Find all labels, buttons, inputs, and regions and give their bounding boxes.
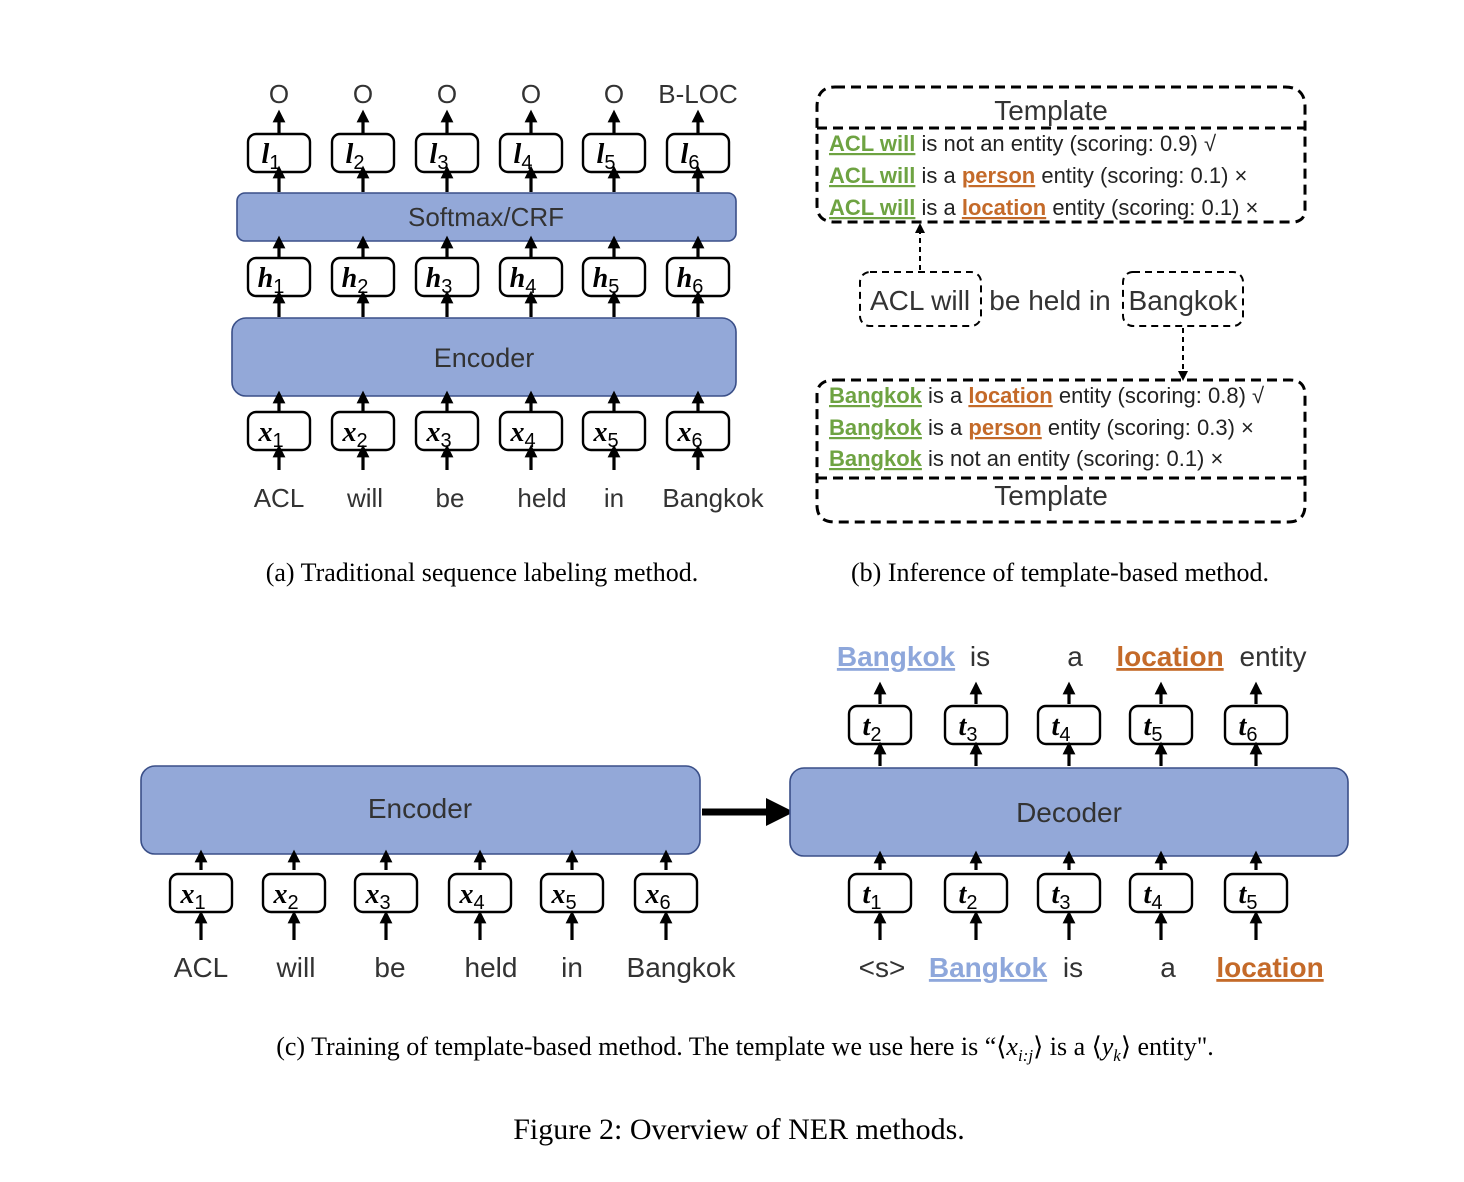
enc-x-token-label: x3 (364, 879, 390, 914)
l-token-label: l2 (346, 139, 365, 174)
dec-input-word: Bangkok (929, 952, 1048, 983)
dec-in-token-label: t4 (1144, 879, 1163, 914)
dec-input-word: location (1216, 952, 1323, 983)
enc-x-token-label: x2 (272, 879, 298, 914)
output-label: B-LOC (658, 79, 737, 109)
bottom-line-1: Bangkok is a location entity (scoring: 0… (829, 383, 1265, 408)
x-token-label: x3 (425, 417, 451, 452)
panel-b: Template ACL will is not an entity (scor… (815, 85, 1307, 524)
bottom-line-2: Bangkok is a person entity (scoring: 0.3… (829, 415, 1254, 440)
l-token-label: l1 (262, 139, 281, 174)
span-box-bangkok (1122, 271, 1244, 327)
encoder-block-a (231, 317, 737, 397)
dec-input-word: is (1063, 952, 1083, 983)
enc-input-word: held (465, 952, 518, 983)
dec-out-token-label: t4 (1052, 711, 1071, 746)
x-token-label: x6 (676, 417, 702, 452)
softmax-crf-label: Softmax/CRF (408, 202, 564, 232)
l-token-label: l6 (681, 139, 700, 174)
encoder-label-c: Encoder (368, 793, 472, 824)
top-line-2: ACL will is a person entity (scoring: 0.… (829, 163, 1247, 188)
dec-in-token-label: t5 (1239, 879, 1258, 914)
sentence-part-a: ACL will (870, 285, 970, 316)
dec-out-token-label: t3 (959, 711, 978, 746)
panel-c-caption: (c) Training of template-based method. T… (276, 1032, 1214, 1065)
dec-in-token-label: t2 (959, 879, 978, 914)
bottom-template-box (815, 378, 1307, 524)
span-box-acl-will (859, 271, 982, 327)
dec-output-word: a (1067, 641, 1083, 672)
top-line-1: ACL will is not an entity (scoring: 0.9)… (829, 131, 1217, 156)
dec-output-word: is (970, 641, 990, 672)
top-line-3: ACL will is a location entity (scoring: … (829, 195, 1258, 220)
top-template-title: Template (994, 95, 1108, 126)
output-label: O (353, 79, 373, 109)
bottom-line-3: Bangkok is not an entity (scoring: 0.1) … (829, 446, 1223, 471)
figure-caption: Figure 2: Overview of NER methods. (513, 1113, 965, 1146)
x-token-label: x1 (257, 417, 283, 452)
output-label: O (269, 79, 289, 109)
input-word: held (517, 483, 566, 513)
dec-in-token-label: t3 (1052, 879, 1071, 914)
top-template-box (815, 85, 1307, 224)
input-word: in (604, 483, 624, 513)
encoder-block-c (140, 765, 701, 855)
h-token-label: h2 (342, 263, 369, 298)
bottom-template-title: Template (994, 480, 1108, 511)
softmax-crf-block (236, 192, 737, 242)
enc-x-token-label: x6 (644, 879, 670, 914)
dec-in-token-label: t1 (863, 879, 882, 914)
x-token-label: x2 (341, 417, 367, 452)
enc-input-word: be (374, 952, 405, 983)
sentence-part-b: be held in (989, 285, 1110, 316)
h-token-label: h4 (510, 263, 537, 298)
enc-x-token-label: x5 (550, 879, 576, 914)
sentence-part-c: Bangkok (1129, 285, 1239, 316)
dec-input-word: <s> (859, 952, 906, 983)
decoder-label: Decoder (1016, 797, 1122, 828)
panel-a: Softmax/CRF Encoder Ol1 h1 x1 Ol2 h2 x2 Ol3 h3 x3 O… (231, 79, 765, 513)
input-word: will (346, 483, 383, 513)
panel-b-caption: (b) Inference of template-based method. (851, 558, 1269, 587)
output-label: O (437, 79, 457, 109)
enc-input-word: will (276, 952, 316, 983)
l-token-label: l4 (514, 139, 533, 174)
input-word: ACL (254, 483, 305, 513)
l-token-label: l3 (430, 139, 449, 174)
l-token-label: l5 (597, 139, 616, 174)
panel-a-caption: (a) Traditional sequence labeling method… (266, 558, 699, 587)
h-token-label: h5 (593, 263, 620, 298)
dec-out-token-label: t6 (1239, 711, 1258, 746)
dec-out-token-label: t5 (1144, 711, 1163, 746)
encoder-label-a: Encoder (434, 343, 535, 373)
output-label: O (521, 79, 541, 109)
h-token-label: h1 (258, 263, 285, 298)
enc-x-token-label: x4 (458, 879, 484, 914)
x-token-label: x4 (509, 417, 535, 452)
dec-output-word: location (1116, 641, 1223, 672)
h-token-label: h6 (677, 263, 704, 298)
output-label: O (604, 79, 624, 109)
h-token-label: h3 (426, 263, 453, 298)
dec-output-word: entity (1240, 641, 1307, 672)
x-token-label: x5 (592, 417, 618, 452)
enc-input-word: ACL (174, 952, 228, 983)
enc-x-token-label: x1 (179, 879, 205, 914)
input-word: be (436, 483, 465, 513)
dec-out-token-label: t2 (863, 711, 882, 746)
enc-input-word: Bangkok (627, 952, 737, 983)
input-word: Bangkok (662, 483, 764, 513)
dec-output-word: Bangkok (837, 641, 956, 672)
dec-input-word: a (1160, 952, 1176, 983)
enc-input-word: in (561, 952, 583, 983)
